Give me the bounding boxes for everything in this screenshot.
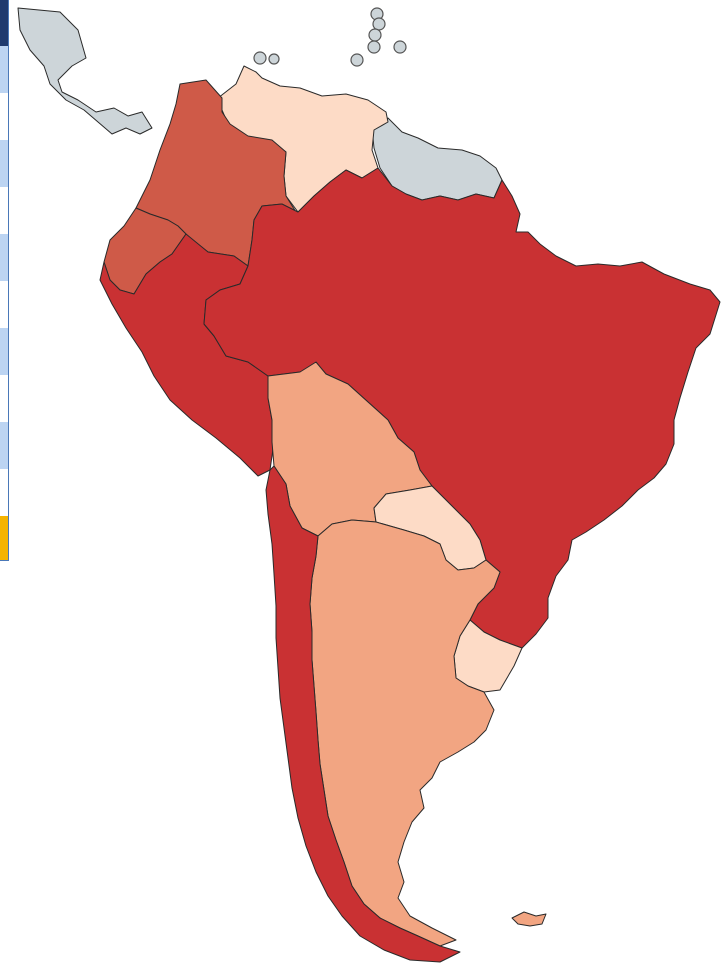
- table-row: [0, 516, 9, 561]
- falkland-islands: [511, 911, 547, 927]
- cropped-data-table: [0, 0, 9, 561]
- central-america: [17, 7, 153, 135]
- caribbean-islands: [253, 7, 407, 67]
- chile: [265, 465, 461, 963]
